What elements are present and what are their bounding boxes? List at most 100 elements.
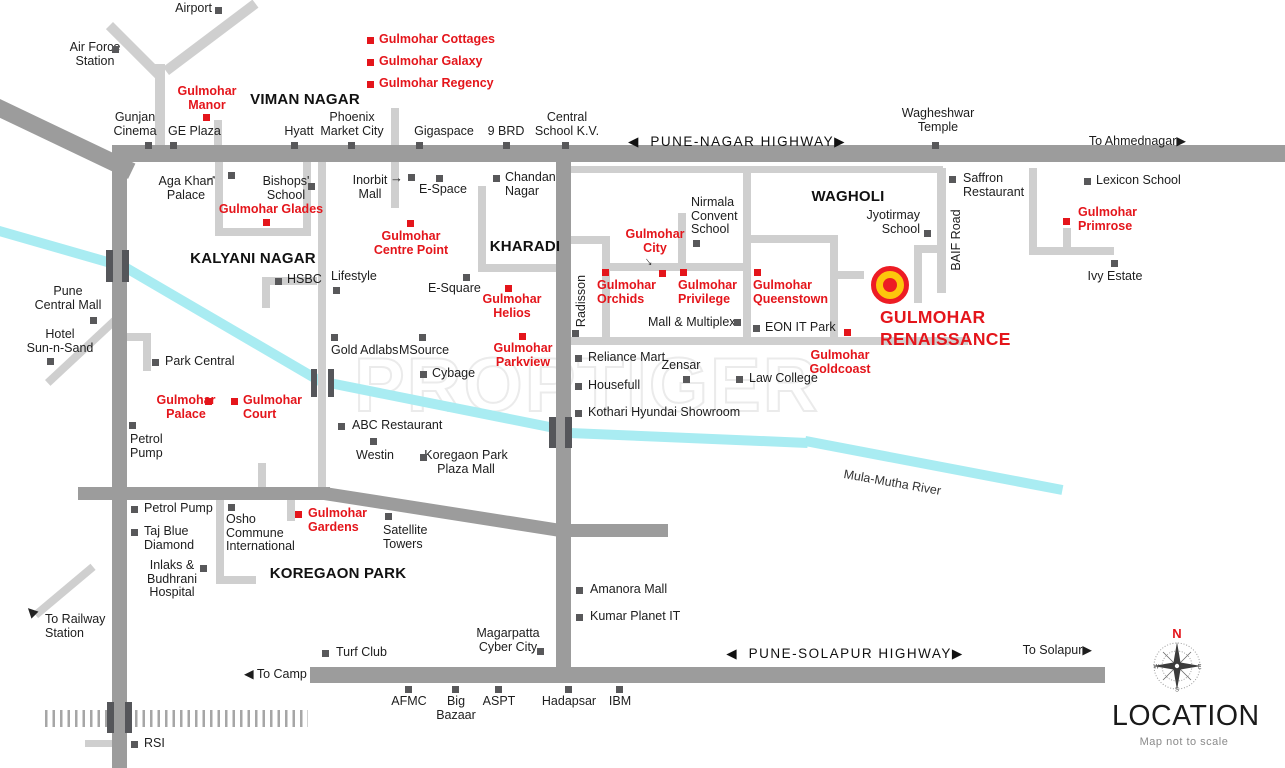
road-blocks-top	[568, 166, 943, 173]
landmark-marker	[408, 174, 415, 181]
road-rsi-stub	[85, 740, 113, 747]
road-orchids-stub	[568, 236, 610, 244]
pointer-arrow-icon: →	[390, 170, 403, 185]
road-renaissance-h	[914, 245, 942, 253]
bridge	[311, 369, 317, 397]
project-marker	[203, 114, 210, 121]
landmark-label: Pune Central Mall	[34, 284, 102, 312]
project-name-line2: RENAISSANCE	[880, 329, 1011, 349]
project-label: Gulmohar Gardens	[308, 506, 368, 534]
landmark-marker	[112, 46, 119, 53]
project-marker	[295, 511, 302, 518]
landmark-label: IBM	[608, 694, 632, 708]
map-title: LOCATION	[1112, 700, 1260, 732]
road-kharadi-v	[478, 186, 486, 272]
landmark-marker	[129, 422, 136, 429]
landmark-marker	[322, 650, 329, 657]
landmark-marker	[338, 423, 345, 430]
bridge	[106, 250, 113, 282]
landmark-marker	[1111, 260, 1118, 267]
road-kharadi-east	[743, 172, 751, 342]
project-marker	[367, 37, 374, 44]
project-label: Gulmohar Helios	[482, 292, 542, 320]
landmark-marker	[503, 142, 510, 149]
landmark-label: Big Bazaar	[436, 694, 476, 722]
map-scale-note: Map not to scale	[1139, 736, 1229, 748]
road-parkcentral-v	[143, 333, 151, 371]
landmark-label: Osho Commune International	[226, 512, 295, 553]
landmark-marker	[736, 376, 743, 383]
road-renaissance-v	[914, 245, 922, 303]
landmark-label: Gunjan Cinema	[113, 110, 157, 138]
highway-label: ◀ PUNE-NAGAR HIGHWAY▶	[627, 134, 847, 149]
landmark-label: Gold Adlabs	[331, 343, 399, 357]
landmark-label: Ivy Estate	[1087, 269, 1143, 283]
project-marker	[680, 269, 687, 276]
landmark-label: Westin	[356, 448, 394, 462]
road-kalyani-east	[318, 162, 326, 494]
project-marker	[367, 59, 374, 66]
road-orchids-west	[602, 236, 610, 345]
landmark-marker	[537, 648, 544, 655]
road-west-vertical	[112, 152, 127, 768]
bridge	[328, 369, 334, 397]
landmark-label: Law College	[749, 371, 818, 385]
road-primrose-stub	[1063, 228, 1071, 253]
landmark-label: Reliance Mart	[588, 350, 666, 364]
project-label: Gulmohar Queenstown	[753, 278, 829, 306]
compass-north-label: N	[1172, 626, 1182, 641]
road-agakhan-west	[215, 162, 223, 235]
landmark-label: Lexicon School	[1096, 173, 1181, 187]
road-eon-row	[568, 337, 968, 345]
bullseye-core	[883, 278, 897, 292]
road-queenstown-stub	[838, 271, 864, 279]
landmark-marker	[416, 142, 423, 149]
road-hsbc-h	[262, 277, 317, 285]
project-marker	[519, 333, 526, 340]
landmark-marker	[215, 7, 222, 14]
svg-text:E: E	[1198, 665, 1202, 671]
landmark-label: Hadapsar	[541, 694, 597, 708]
landmark-marker	[131, 529, 138, 536]
road-koregaon-east	[556, 524, 668, 537]
landmark-marker	[152, 359, 159, 366]
landmark-label: EON IT Park	[765, 320, 836, 334]
road-queenstown-east	[830, 235, 838, 343]
project-marker	[505, 285, 512, 292]
road-airport-approach	[155, 64, 165, 152]
road-osho-v	[216, 500, 224, 584]
project-label: Gulmohar Centre Point	[373, 229, 449, 257]
area-label: WAGHOLI	[811, 188, 885, 205]
landmark-label: Koregaon Park Plaza Mall	[424, 448, 508, 476]
landmark-label: Jyotirmay School	[866, 208, 920, 236]
project-label: Gulmohar Primrose	[1078, 205, 1138, 233]
direction-label: ◀ To Camp	[244, 667, 307, 681]
landmark-marker	[405, 686, 412, 693]
landmark-marker	[385, 513, 392, 520]
landmark-label: Hyatt	[284, 124, 314, 138]
landmark-marker	[291, 142, 298, 149]
road-hsbc-v	[262, 282, 270, 308]
landmark-marker	[452, 686, 459, 693]
landmark-marker	[693, 240, 700, 247]
svg-text:W: W	[1154, 665, 1160, 671]
landmark-label: Housefull	[588, 378, 641, 392]
project-marker	[659, 270, 666, 277]
highway-label: ◀ PUNE-SOLAPUR HIGHWAY▶	[726, 646, 964, 661]
landmark-marker	[495, 686, 502, 693]
landmark-marker	[419, 334, 426, 341]
landmark-label: Inorbit Mall	[352, 173, 388, 201]
landmark-marker	[565, 686, 572, 693]
landmark-label: HSBC	[287, 272, 322, 286]
road-kharadi-h	[478, 264, 564, 272]
landmark-label: Amanora Mall	[590, 582, 668, 596]
road-mid-vertical	[556, 162, 571, 683]
direction-label: To Railway Station	[45, 612, 106, 640]
direction-label: To Solapur▶	[1022, 643, 1092, 657]
landmark-marker	[90, 317, 97, 324]
landmark-label: RSI	[144, 736, 165, 750]
area-label: KOREGAON PARK	[269, 565, 407, 582]
landmark-label: Chandan Nagar	[505, 170, 556, 198]
landmark-label: Airport	[175, 1, 212, 15]
landmark-label: Saffron Restaurant	[963, 171, 1025, 199]
